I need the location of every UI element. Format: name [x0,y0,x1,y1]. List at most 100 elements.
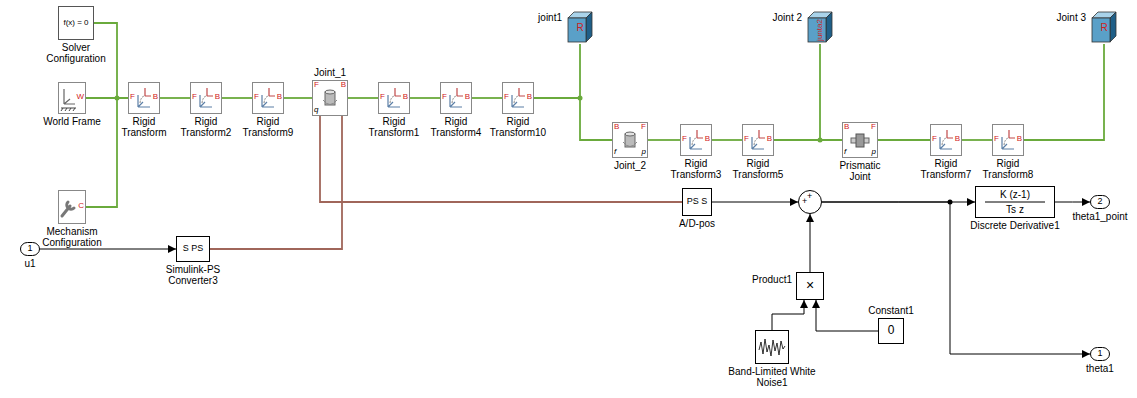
signal-line [40,249,176,250]
port-letter: B [465,93,470,102]
block-label: Joint 2 [752,12,802,23]
port-letter: B [153,93,158,102]
solid-block: Rjoint1 [566,10,594,44]
block-label: theta1_point [1060,211,1137,222]
block-label: Simulink-PS Converter3 [151,264,235,286]
port-letter: B [215,93,220,102]
block-label: Joint_1 [314,67,346,78]
port-letter: F [994,135,999,144]
physical-connection [1024,44,1104,140]
block-text: junta2 [816,19,825,41]
block-text: × [806,278,814,293]
block-text: 0 [888,324,895,337]
block-text: R [1100,22,1107,33]
block-label: Band-Limited White Noise1 [727,366,817,388]
noise-block: Band-Limited White Noise1 [755,330,789,364]
block-label: A/D-pos [667,218,727,229]
port-letter: F [871,123,876,132]
port-letter: B [403,93,408,102]
physical-connection [962,139,992,141]
physical-connection [648,139,680,141]
mechanism-configuration-block: CMechanism Configuration [58,190,86,224]
block-text: 1 [27,244,32,254]
block-text: PS S [687,197,708,207]
port-letter: F [744,135,749,144]
port-letter: + [807,192,812,202]
rigid-transform-block: FBRigid Transform1 [378,82,410,114]
io-port: 2theta1_point [1090,195,1110,209]
port-letter: F [314,81,319,90]
block-text: 1 [1097,349,1102,359]
port-letter: F [682,135,687,144]
rigid-transform-block: FBRigid Transform8 [992,124,1024,156]
block-label: Joint 3 [1036,12,1086,23]
block-label: joint1 [512,12,562,23]
block-label: Rigid Transform5 [727,158,789,180]
block-text: Ts z [1006,204,1024,215]
physical-connection [160,97,190,99]
signal-line [712,202,798,203]
gain-block: ×Product1 [796,272,824,300]
signal-line [772,300,804,330]
revolute-joint-block: FBqJoint_1 [312,80,348,116]
gain-block: 0Constant1 [878,318,904,344]
block-label: Mechanism Configuration [37,226,107,248]
port-letter: B [277,93,282,102]
port-letter: + [802,197,807,207]
block-label: Rigid Transform [113,116,175,138]
port-letter: F [192,93,197,102]
port-letter: F [932,135,937,144]
physical-connection [712,139,742,141]
rigid-transform-block: FBRigid Transform2 [190,82,222,114]
block-label: Rigid Transform7 [915,158,977,180]
physical-connection [320,116,682,202]
block-label: Constant1 [868,305,914,316]
physical-connection [534,44,580,98]
physical-connection [774,139,842,141]
port-letter: B [767,135,772,144]
physical-connection [222,97,252,99]
physical-connection [348,97,378,99]
block-label: Rigid Transform3 [665,158,727,180]
block-text: 2 [1097,197,1102,207]
block-text: S PS [183,244,204,254]
block-label: Solver Configuration [41,42,111,64]
block-label: Rigid Transform10 [487,116,549,138]
block-icon [755,330,789,364]
converter-block: S PSSimulink-PS Converter3 [176,236,210,262]
block-label: Rigid Transform8 [977,158,1039,180]
port-letter: p [642,148,646,157]
block-label: World Frame [32,116,112,127]
block-label: theta1 [1080,363,1120,374]
port-letter: B [1017,135,1022,144]
port-letter: C [78,202,84,211]
port-letter: B [705,135,710,144]
rigid-transform-block: FBRigid Transform5 [742,124,774,156]
physical-connection [472,97,502,99]
block-label: Prismatic Joint [829,160,891,182]
physical-connection [774,44,820,140]
block-label: Rigid Transform2 [175,116,237,138]
physical-connection [284,97,312,99]
derivative-block: K (z-1)Ts zDiscrete Derivative1 [975,186,1055,218]
physical-connection [86,98,128,207]
port-letter: F [380,93,385,102]
block-label: Joint_2 [599,160,661,171]
port-letter: F [442,93,447,102]
rigid-transform-block: FBRigid Transform3 [680,124,712,156]
signal-line [1055,202,1090,203]
block-text: R [576,22,583,33]
port-letter: F [130,93,135,102]
solver-configuration-block: f(x) = 0Solver Configuration [58,6,94,40]
sum-block: ++ [798,190,822,214]
block-label: u1 [10,258,50,269]
port-letter: f [614,148,616,157]
physical-connection [878,139,930,141]
signal-line [822,202,1090,354]
signal-line [810,214,811,272]
physical-connection [410,97,440,99]
converter-block: PS SA/D-pos [682,188,712,216]
block-text: K (z-1) [1000,189,1030,200]
solid-block: RJoint 3 [1090,10,1118,44]
block-label: Discrete Derivative1 [955,220,1075,231]
